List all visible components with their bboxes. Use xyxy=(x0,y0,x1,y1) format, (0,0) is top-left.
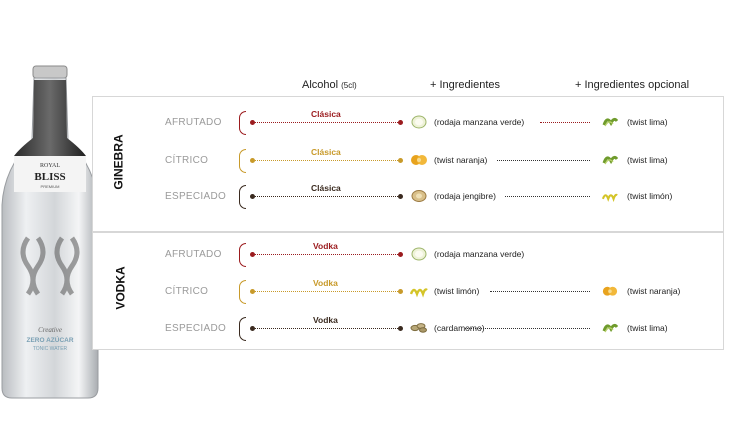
optional-label: (twist naranja) xyxy=(627,286,681,296)
optional-label: (twist lima) xyxy=(627,117,668,127)
alcohol-line xyxy=(255,328,398,329)
alcohol-label: Vodka xyxy=(313,278,338,288)
alcohol-label: Clásica xyxy=(311,109,341,119)
variant-label: AFRUTADO xyxy=(165,249,222,260)
lime-twist-icon xyxy=(602,153,619,167)
orange-twist-icon xyxy=(410,153,428,167)
ingredient-label: (rodaja manzana verde) xyxy=(434,249,525,259)
row-especiado: ESPECIADO Clásica (rodaja jengibre) (twist … xyxy=(93,183,723,209)
cardamom-icon xyxy=(410,321,428,335)
lime-twist-icon xyxy=(602,115,619,129)
line-end-dot xyxy=(398,194,403,199)
variant-label: CÍTRICO xyxy=(165,286,209,297)
bracket xyxy=(239,243,246,267)
alcohol-label: Clásica xyxy=(311,147,341,157)
alcohol-label: Clásica xyxy=(311,183,341,193)
line-end-dot xyxy=(398,326,403,331)
header-ingredients: + Ingredientes xyxy=(430,79,501,91)
svg-text:Creative: Creative xyxy=(38,326,62,334)
alcohol-line xyxy=(255,160,398,161)
header-optional-ingredients: + Ingredientes opcional xyxy=(575,79,690,91)
alcohol-line xyxy=(255,291,398,292)
line-start-dot xyxy=(250,252,255,257)
variant-label: AFRUTADO xyxy=(165,117,222,128)
line-end-dot xyxy=(398,120,403,125)
ingredient-label: (rodaja jengibre) xyxy=(434,191,496,201)
row-especiado: ESPECIADO Vodka (cardamomo) (twist lima) xyxy=(93,315,723,341)
tonic-bottle-image: ROYAL BLISS PREMIUM Creative ZERO AZÚCAR… xyxy=(1,65,99,399)
svg-text:PREMIUM: PREMIUM xyxy=(41,184,60,189)
line-start-dot xyxy=(250,289,255,294)
bracket xyxy=(239,185,246,209)
line-end-dot xyxy=(398,252,403,257)
alcohol-label: Vodka xyxy=(313,315,338,325)
lime-twist-icon xyxy=(602,321,619,335)
svg-text:BLISS: BLISS xyxy=(34,171,65,183)
line-end-dot xyxy=(398,289,403,294)
lemon-twist-icon xyxy=(409,284,428,298)
alcohol-label: Vodka xyxy=(313,241,338,251)
optional-label: (twist lima) xyxy=(627,155,668,165)
variant-label: ESPECIADO xyxy=(165,323,227,334)
optional-line xyxy=(490,291,590,292)
svg-text:ROYAL: ROYAL xyxy=(40,163,60,169)
optional-line xyxy=(540,122,590,123)
ingredient-label: (twist naranja) xyxy=(434,155,488,165)
alcohol-line xyxy=(255,122,398,123)
row-afrutado: AFRUTADO Clásica (rodaja manzana verde) (tw… xyxy=(93,109,723,135)
optional-line xyxy=(497,160,590,161)
svg-text:TONIC WATER: TONIC WATER xyxy=(33,346,68,352)
optional-label: (twist lima) xyxy=(627,323,668,333)
ingredient-label: (twist limón) xyxy=(434,286,480,296)
optional-line xyxy=(465,328,590,329)
bracket xyxy=(239,317,246,341)
optional-label: (twist limón) xyxy=(627,191,673,201)
row-afrutado: AFRUTADO Vodka (rodaja manzana verde) xyxy=(93,241,723,267)
line-start-dot xyxy=(250,120,255,125)
row-citrico: CÍTRICO Clásica (twist naranja) (twist lima… xyxy=(93,147,723,173)
orange-twist-icon xyxy=(602,284,618,298)
line-start-dot xyxy=(250,194,255,199)
line-start-dot xyxy=(250,326,255,331)
ginger-slice-icon xyxy=(410,189,428,203)
optional-line xyxy=(505,196,590,197)
ingredient-label: (cardamomo) xyxy=(434,323,485,333)
line-start-dot xyxy=(250,158,255,163)
bracket xyxy=(239,280,246,304)
bracket xyxy=(239,149,246,173)
apple-slice-icon xyxy=(410,115,428,129)
line-end-dot xyxy=(398,158,403,163)
svg-text:ZERO AZÚCAR: ZERO AZÚCAR xyxy=(26,335,73,344)
ingredient-label: (rodaja manzana verde) xyxy=(434,117,525,127)
bracket xyxy=(239,111,246,135)
alcohol-line xyxy=(255,254,398,255)
lemon-twist-icon xyxy=(601,189,618,203)
apple-slice-icon xyxy=(410,247,428,261)
row-citrico: CÍTRICO Vodka (twist limón) (twist naranja) xyxy=(93,278,723,304)
variant-label: CÍTRICO xyxy=(165,155,209,166)
variant-label: ESPECIADO xyxy=(165,191,227,202)
alcohol-line xyxy=(255,196,398,197)
header-alcohol: Alcohol (5cl) xyxy=(302,79,357,91)
